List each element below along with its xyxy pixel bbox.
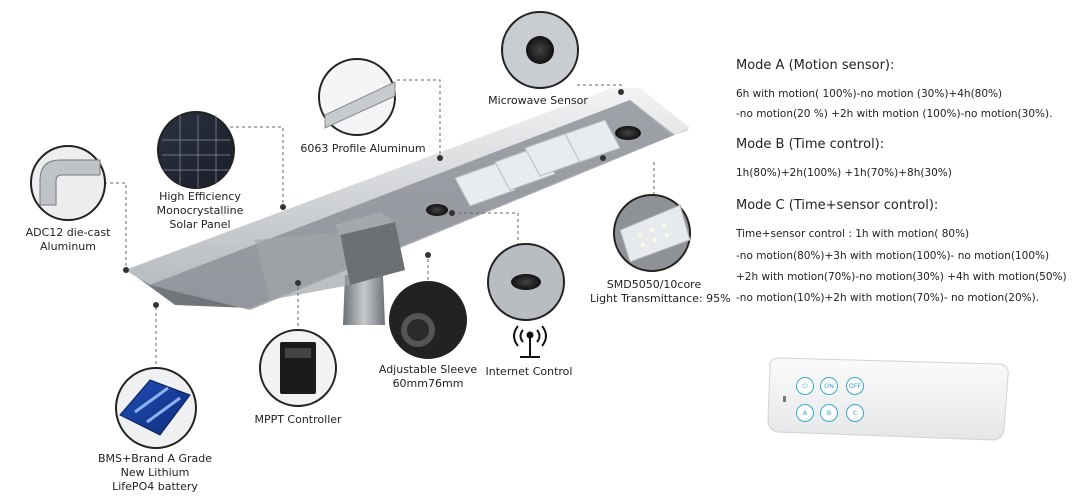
label-line: 6063 Profile Aluminum (300, 142, 426, 155)
remote-off-button[interactable]: OFF (846, 377, 864, 395)
remote-on-button[interactable]: ON (820, 377, 838, 395)
mppt-callout-image (259, 329, 337, 407)
mode-a-title: Mode A (Motion sensor): (736, 58, 895, 73)
label-line: MPPT Controller (254, 413, 342, 426)
label-line: LifePO4 battery (112, 480, 198, 493)
body-internet-module (426, 204, 448, 216)
street-light (125, 88, 690, 325)
label-line: Aluminum (40, 240, 96, 253)
mode-b-title: Mode B (Time control): (736, 137, 885, 152)
mode-c-line: -no motion(80%)+3h with motion(100%)- no… (736, 250, 1050, 262)
label-battery: BMS+Brand A Grade New Lithium LifePO4 ba… (95, 452, 215, 494)
label-internet-control: Internet Control (484, 365, 574, 379)
internet-module-callout-image (487, 243, 565, 321)
label-line: New Lithium (120, 466, 190, 479)
battery-callout-image (115, 367, 197, 449)
label-line: Microwave Sensor (488, 94, 588, 107)
body-microwave-sensor (615, 126, 641, 140)
profile-aluminum-callout-image (318, 58, 396, 136)
microwave-sensor-callout-image (501, 11, 579, 89)
mode-c-line: +2h with motion(70%)-no motion(30%) +4h … (736, 271, 1067, 283)
smd-led-callout-image (613, 194, 691, 272)
label-line: High Efficiency (159, 190, 241, 203)
remote-mode-c-button[interactable]: C (846, 404, 864, 422)
mode-b-line: 1h(80%)+2h(100%) +1h(70%)+8h(30%) (736, 167, 952, 179)
label-smd: SMD5050/10core Light Transmittance: 95% (590, 278, 731, 306)
mode-a-line: -no motion(20 %) +2h with motion (100%)-… (736, 108, 1053, 120)
label-adc12: ADC12 die-cast Aluminum (22, 226, 114, 254)
label-mppt: MPPT Controller (248, 413, 348, 427)
remote-mode-b-button[interactable]: B (820, 404, 838, 422)
pole (343, 275, 385, 325)
label-line: Internet Control (485, 365, 573, 378)
mode-c-line: -no motion(10%)+2h with motion(70%)- no … (736, 292, 1040, 304)
bracket (340, 222, 405, 285)
remote-mode-a-button[interactable]: A (796, 404, 814, 422)
led-modules (454, 119, 621, 207)
label-microwave-sensor: Microwave Sensor (485, 94, 591, 108)
label-solar-panel: High Efficiency Monocrystalline Solar Pa… (150, 190, 250, 232)
label-line: ADC12 die-cast (25, 226, 111, 239)
mode-c-title: Mode C (Time+sensor control): (736, 198, 939, 213)
leader-dots (123, 89, 624, 308)
label-line: SMD5050/10core (606, 278, 702, 291)
label-line: Light Transmittance: 95% (590, 292, 731, 305)
label-sleeve: Adjustable Sleeve 60mm76mm (378, 363, 478, 391)
lamp-rim (125, 88, 690, 285)
antenna-icon (513, 325, 547, 358)
mode-a-line: 6h with motion( 100%)-no motion (30%)+4h… (736, 88, 1003, 100)
remote-power-button[interactable]: ⏻ (796, 377, 814, 395)
label-line: Adjustable Sleeve (378, 363, 478, 376)
adc12-callout-image (30, 145, 106, 221)
label-line: Solar Panel (169, 218, 231, 231)
label-line: 60mm76mm (392, 377, 464, 390)
mode-c-line: Time+sensor control : 1h with motion( 80… (736, 228, 970, 240)
label-profile-aluminum: 6063 Profile Aluminum (298, 142, 428, 156)
label-line: BMS+Brand A Grade (97, 452, 213, 465)
label-line: Monocrystalline (156, 204, 244, 217)
sleeve-callout-image (389, 281, 467, 359)
remote-control (767, 357, 1009, 441)
solar-panel-callout-image (157, 111, 235, 189)
